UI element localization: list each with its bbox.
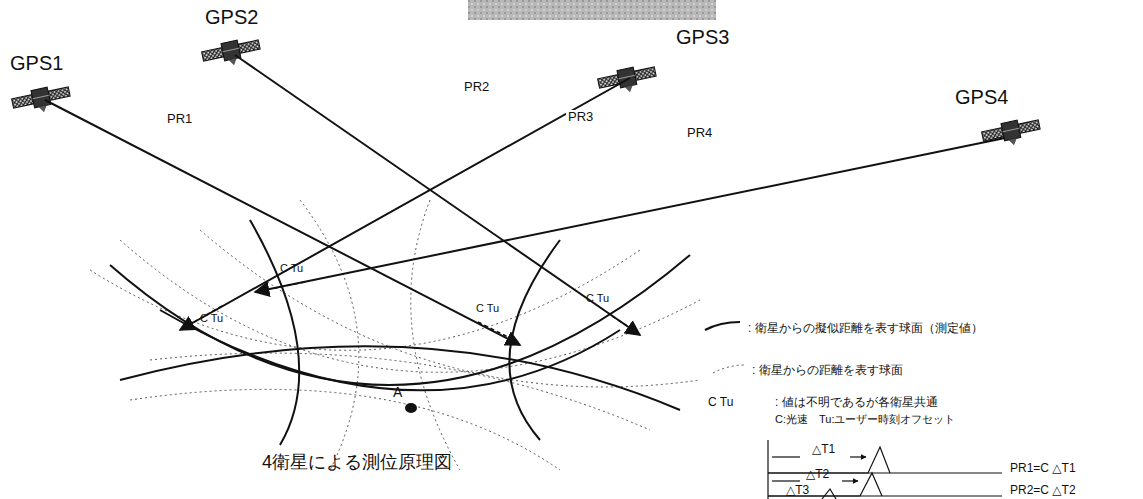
- legend-note: C:光速 Tu:ユーザー時刻オフセット: [775, 413, 956, 426]
- satellite-name: GPS1: [10, 52, 63, 75]
- range-label: PR3: [566, 110, 595, 125]
- satellite-name: GPS2: [205, 6, 258, 29]
- range-label: PR4: [685, 126, 714, 141]
- interval-label: △T2: [806, 468, 829, 482]
- range-formula: PR1=C △T1: [1010, 462, 1076, 476]
- legend-text: : 衛星からの擬似距離を表す球面（測定値）: [748, 322, 983, 336]
- range-label: PR2: [462, 80, 491, 95]
- legend-text: : 衛星からの距離を表す球面: [752, 364, 903, 378]
- offset-label: C Tu: [476, 302, 499, 315]
- legend-note: : 値は不明であるが各衛星共通: [775, 396, 938, 410]
- offset-label: C Tu: [200, 312, 223, 325]
- satellite-name: GPS4: [955, 86, 1008, 109]
- interval-label: △T1: [812, 443, 835, 457]
- figure-caption: 4衛星による測位原理図: [262, 452, 452, 473]
- offset-label: C Tu: [280, 262, 303, 275]
- offset-label: C Tu: [586, 292, 609, 305]
- interval-label: △T3: [786, 484, 809, 498]
- satellite-name: GPS3: [676, 26, 729, 49]
- range-formula: PR2=C △T2: [1010, 484, 1076, 498]
- legend-symbol: C Tu: [708, 396, 733, 410]
- point-label: A: [393, 384, 402, 400]
- range-label: PR1: [165, 112, 194, 127]
